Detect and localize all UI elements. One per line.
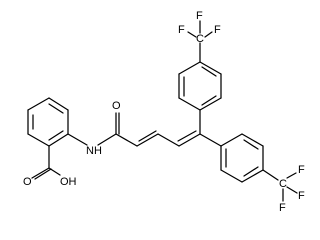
- lower-phenyl-ring: [199, 133, 264, 183]
- diene-chain: [115, 130, 201, 147]
- lower-cf3-fluorine-right: F: [298, 190, 305, 202]
- upper-cf3-fluorine-right: F: [214, 24, 221, 36]
- upper-cf3-fluorine-top: F: [196, 10, 203, 22]
- nh-hydrogen-label: H: [94, 145, 102, 157]
- upper-cf3-carbon-label: C: [196, 33, 204, 45]
- lower-cf3-carbon-label: C: [279, 178, 287, 190]
- upper-phenyl-ring: [178, 61, 222, 135]
- carboxylic-acid-group: [31, 145, 61, 180]
- lower-cf3-fluorine-upper: F: [298, 164, 305, 176]
- carbonyl-oxygen-label: O: [23, 176, 32, 188]
- nh-nitrogen-label: N: [86, 145, 94, 157]
- benzoic-ring: [27, 97, 69, 147]
- structure-diagram: O OH N H O C F F F: [23, 10, 305, 214]
- lower-cf3-fluorine-bottom: F: [279, 202, 286, 214]
- amide-linker: [67, 112, 120, 146]
- hydroxyl-label: OH: [60, 176, 77, 188]
- upper-cf3-fluorine-left: F: [178, 24, 185, 36]
- amide-oxygen-label: O: [112, 100, 121, 112]
- upper-cf3-group: [187, 20, 213, 63]
- lower-cf3-group: [262, 169, 298, 202]
